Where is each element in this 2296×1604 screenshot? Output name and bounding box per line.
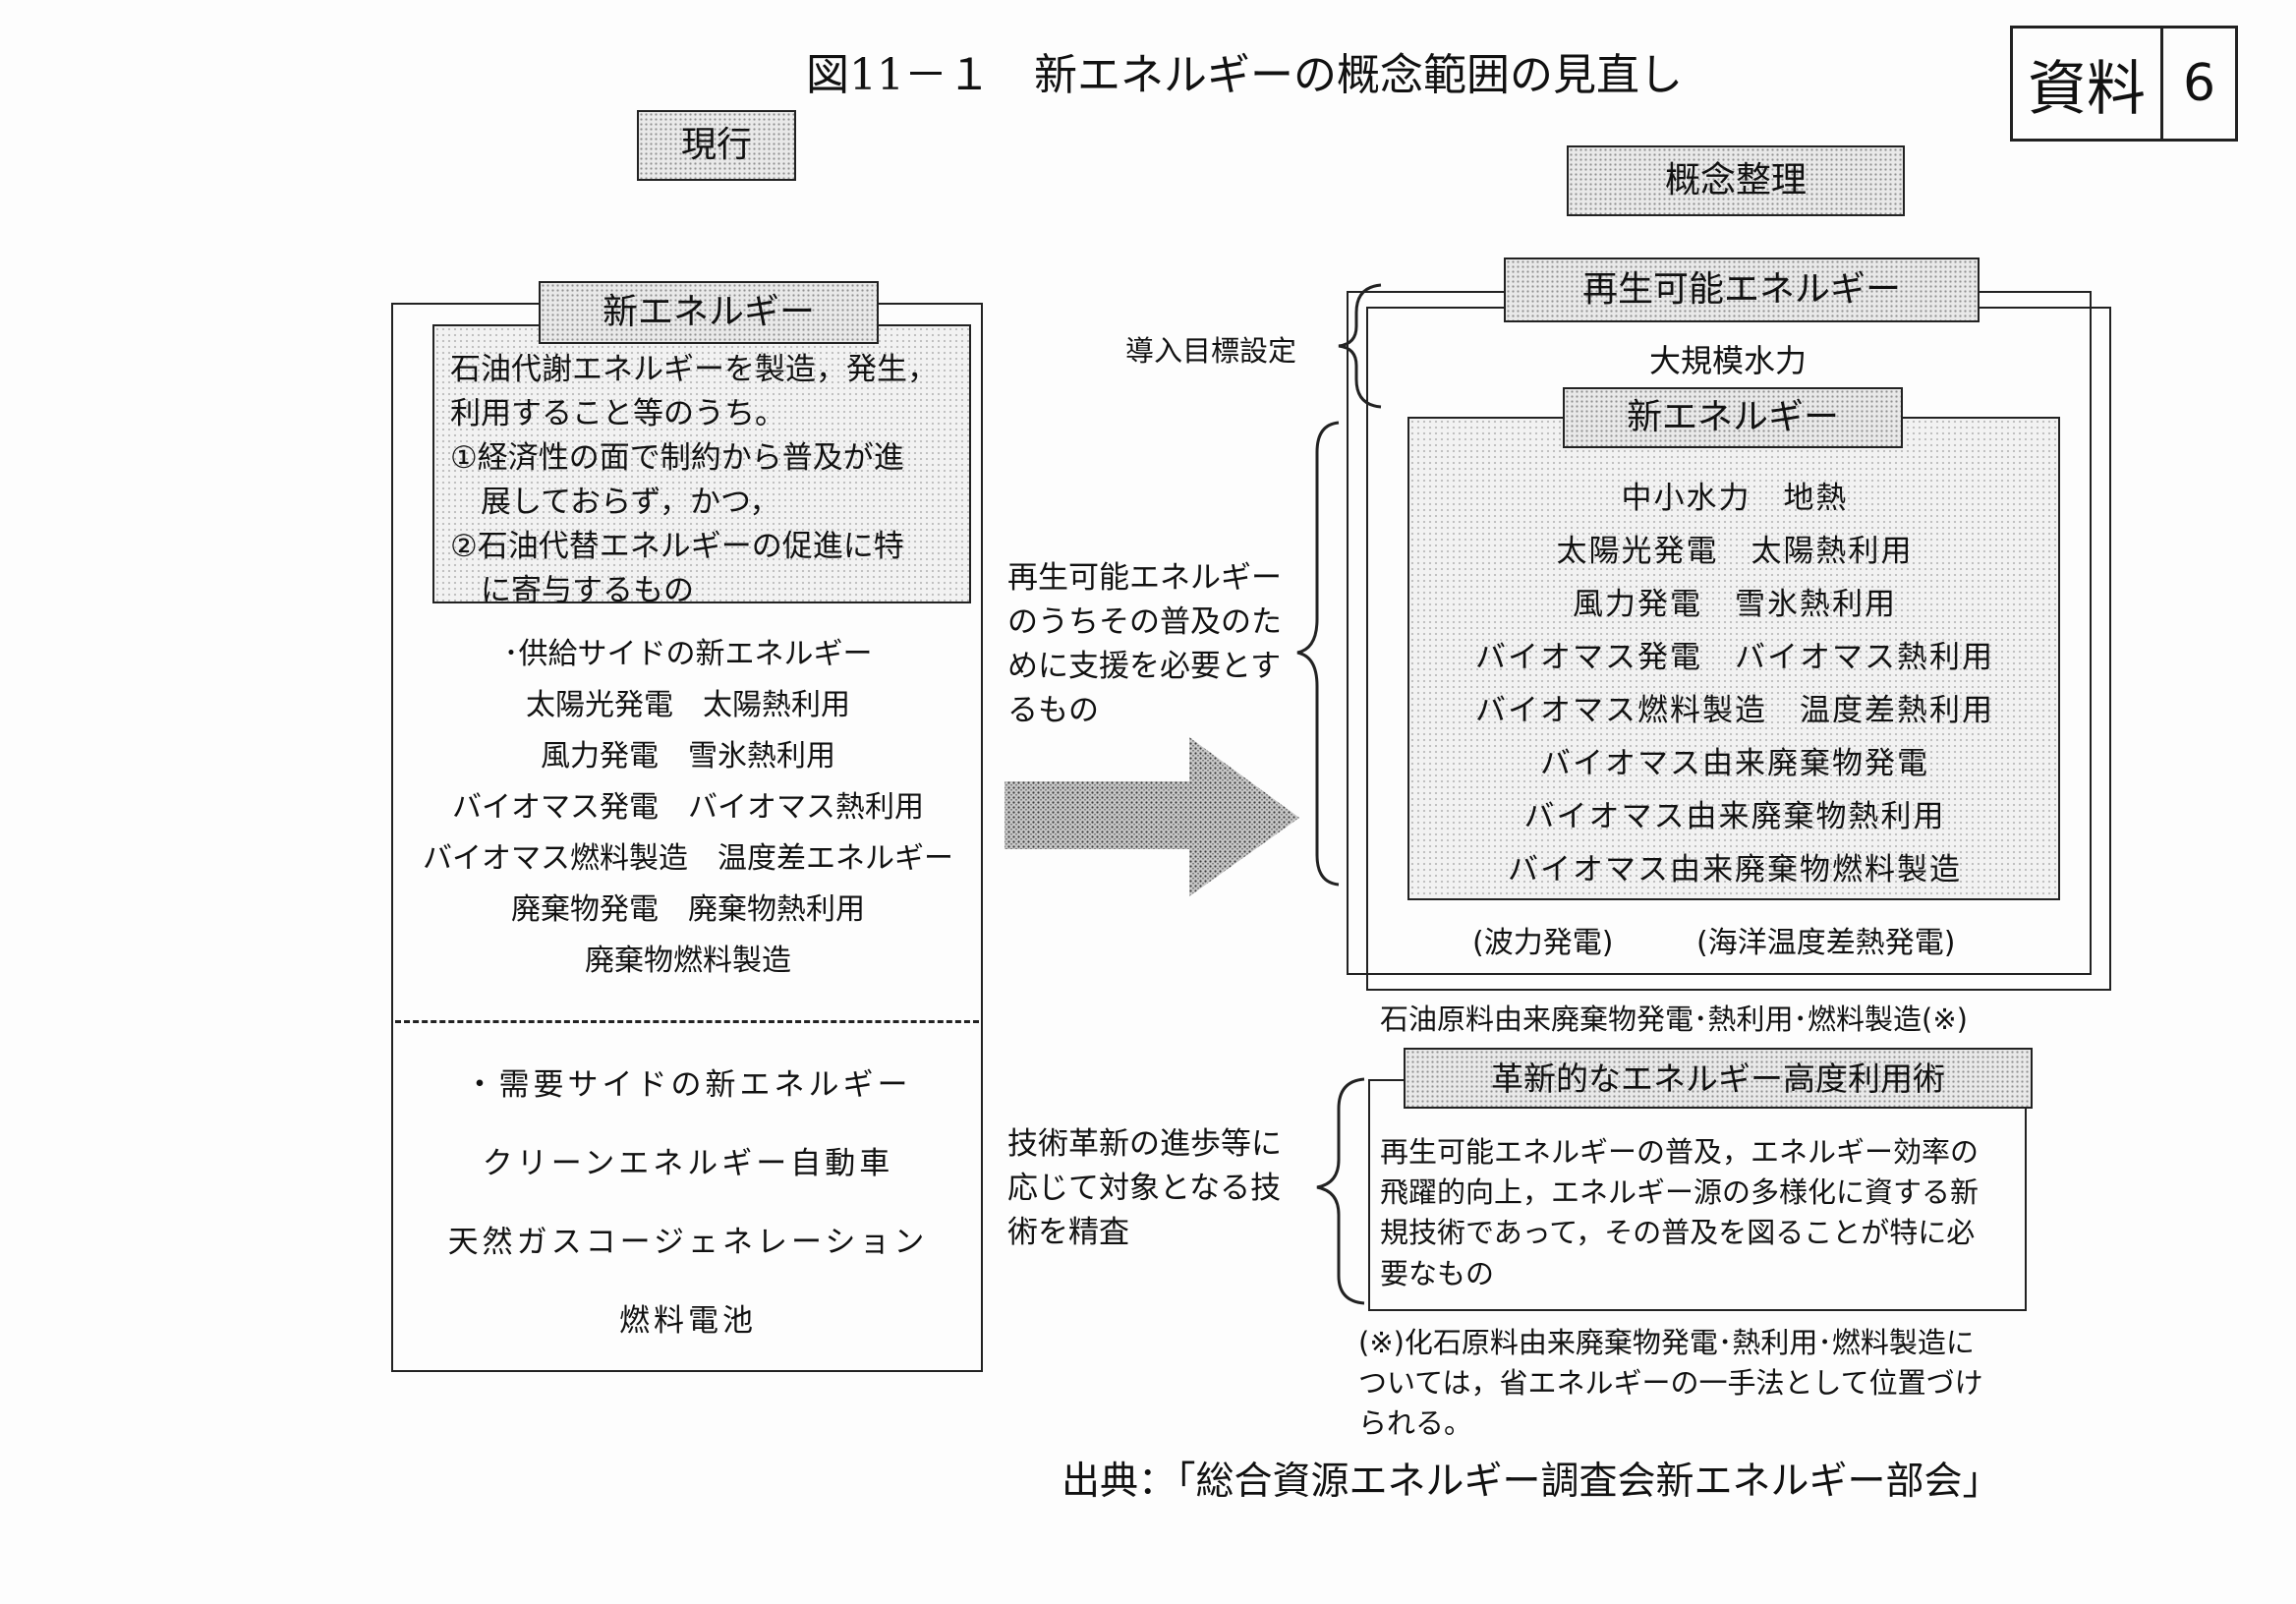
demand-item: 燃料電池 (619, 1303, 757, 1339)
new-energy-item: バイオマス由来廃棄物燃料製造 (1508, 852, 1962, 888)
support-note-line: のうちその普及のた (1007, 603, 1282, 640)
fossil-waste-note: 石油原料由来廃棄物発電･熱利用･燃料製造(※) (1380, 1002, 1968, 1036)
supply-item: 太陽光発電 太陽熱利用 (526, 688, 850, 722)
new-energy-item: バイオマス由来廃棄物熱利用 (1523, 799, 1946, 834)
supply-item: 風力発電 雪氷熱利用 (541, 739, 835, 773)
footnote-line: ついては，省エネルギーの一手法として位置づけ (1358, 1366, 1983, 1401)
demand-item: クリーンエネルギー自動車 (482, 1146, 894, 1181)
innovative-desc-line: 再生可能エネルギーの普及，エネルギー効率の (1380, 1135, 1980, 1169)
demand-side-heading: ・需要サイドの新エネルギー (464, 1067, 912, 1103)
supply-item: バイオマス燃料製造 温度差エネルギー (423, 841, 953, 876)
wave-power: (波力発電) (1472, 926, 1614, 960)
tech-note-line: 技術革新の進歩等に (1007, 1126, 1282, 1162)
supply-item: 廃棄物燃料製造 (585, 944, 791, 978)
current-header: 現行 (637, 110, 796, 181)
new-energy-item: 風力発電 雪氷熱利用 (1573, 587, 1897, 622)
footnote: (※)化石原料由来廃棄物発電･熱利用･燃料製造に ついては，省エネルギーの一手法… (1358, 1323, 1983, 1445)
definition-line: 利用すること等のうち。 (450, 395, 785, 431)
support-note-line: 再生可能エネルギー (1007, 560, 1282, 596)
supply-side-list: ･供給サイドの新エネルギー 太陽光発電 太陽熱利用 風力発電 雪氷熱利用 バイオ… (403, 629, 973, 987)
new-energy-item: バイオマス燃料製造 温度差熱利用 (1475, 693, 1994, 728)
figure-title: 図11－１ 新エネルギーの概念範囲の見直し (806, 50, 1683, 100)
new-energy-item: 太陽光発電 太陽熱利用 (1556, 534, 1914, 569)
supply-demand-divider (395, 1020, 979, 1023)
document-stamp: 資料 6 (2010, 26, 2238, 142)
tech-review-note: 技術革新の進歩等に 応じて対象となる技 術を精査 (1007, 1122, 1282, 1255)
footnote-line: (※)化石原料由来廃棄物発電･熱利用･燃料製造に (1358, 1326, 1975, 1359)
innovative-description: 再生可能エネルギーの普及，エネルギー効率の 飛躍的向上，エネルギー源の多様化に資… (1380, 1132, 1979, 1294)
innovative-desc-line: 規技術であって，その普及を図ることが特に必 (1380, 1216, 1976, 1250)
innovative-desc-line: 要なもの (1380, 1256, 1495, 1290)
definition-line: 石油代謝エネルギーを製造，発生， (450, 352, 938, 387)
stamp-label: 資料 (2013, 29, 2163, 139)
tech-note-line: 術を精査 (1007, 1214, 1129, 1250)
renewable-label: 再生可能エネルギー (1504, 258, 1980, 322)
new-energy-item: バイオマス発電 バイオマス熱利用 (1475, 640, 1994, 675)
source-citation: 出典：「総合資源エネルギー調査会新エネルギー部会」 (1062, 1460, 2001, 1504)
target-setting-note: 導入目標設定 (1125, 334, 1297, 368)
support-brace (1296, 421, 1340, 887)
revised-new-energy-label: 新エネルギー (1563, 387, 1903, 448)
support-note-line: るもの (1007, 692, 1099, 728)
demand-side-list: ・需要サイドの新エネルギー クリーンエネルギー自動車 天然ガスコージェネレーショ… (403, 1046, 973, 1360)
large-hydro: 大規模水力 (1649, 342, 1808, 379)
definition-line: ②石油代替エネルギーの促進に特 (450, 528, 904, 564)
supply-item: バイオマス発電 バイオマス熱利用 (452, 790, 924, 825)
new-energy-box (1407, 417, 2060, 900)
current-definition-box (432, 324, 971, 603)
transition-arrow-icon (1004, 737, 1299, 896)
definition-line: ①経済性の面で制約から普及が進 (450, 439, 904, 476)
demand-item: 天然ガスコージェネレーション (447, 1225, 929, 1260)
footnote-line: られる。 (1358, 1406, 1473, 1441)
support-note-line: めに支援を必要とす (1007, 648, 1282, 684)
current-definition-text: 石油代謝エネルギーを製造，発生， 利用すること等のうち。 ①経済性の面で制約から… (450, 348, 938, 613)
stamp-number: 6 (2182, 54, 2216, 113)
new-energy-items: 中小水力 地熱 太陽光発電 太陽熱利用 風力発電 雪氷熱利用 バイオマス発電 バ… (1415, 472, 2054, 896)
tech-note-line: 応じて対象となる技 (1007, 1170, 1282, 1206)
ocean-thermal-power: (海洋温度差熱発電) (1696, 926, 1956, 960)
target-brace (1338, 283, 1382, 409)
new-energy-item: 中小水力 地熱 (1621, 481, 1849, 516)
supply-item: 廃棄物発電 廃棄物熱利用 (511, 892, 865, 927)
supply-side-heading: ･供給サイドの新エネルギー (503, 637, 873, 671)
revised-header: 概念整理 (1567, 145, 1905, 216)
new-energy-item: バイオマス由来廃棄物発電 (1540, 746, 1929, 781)
definition-line: に寄与するもの (450, 572, 694, 608)
tech-brace (1316, 1077, 1365, 1305)
innovative-label: 革新的なエネルギー高度利用術 (1404, 1048, 2033, 1109)
current-new-energy-label: 新エネルギー (539, 281, 879, 344)
definition-line: 展しておらず，かつ， (450, 484, 780, 520)
innovative-desc-line: 飛躍的向上，エネルギー源の多様化に資する新 (1380, 1175, 1980, 1210)
support-note: 再生可能エネルギー のうちその普及のた めに支援を必要とす るもの (1007, 556, 1282, 733)
